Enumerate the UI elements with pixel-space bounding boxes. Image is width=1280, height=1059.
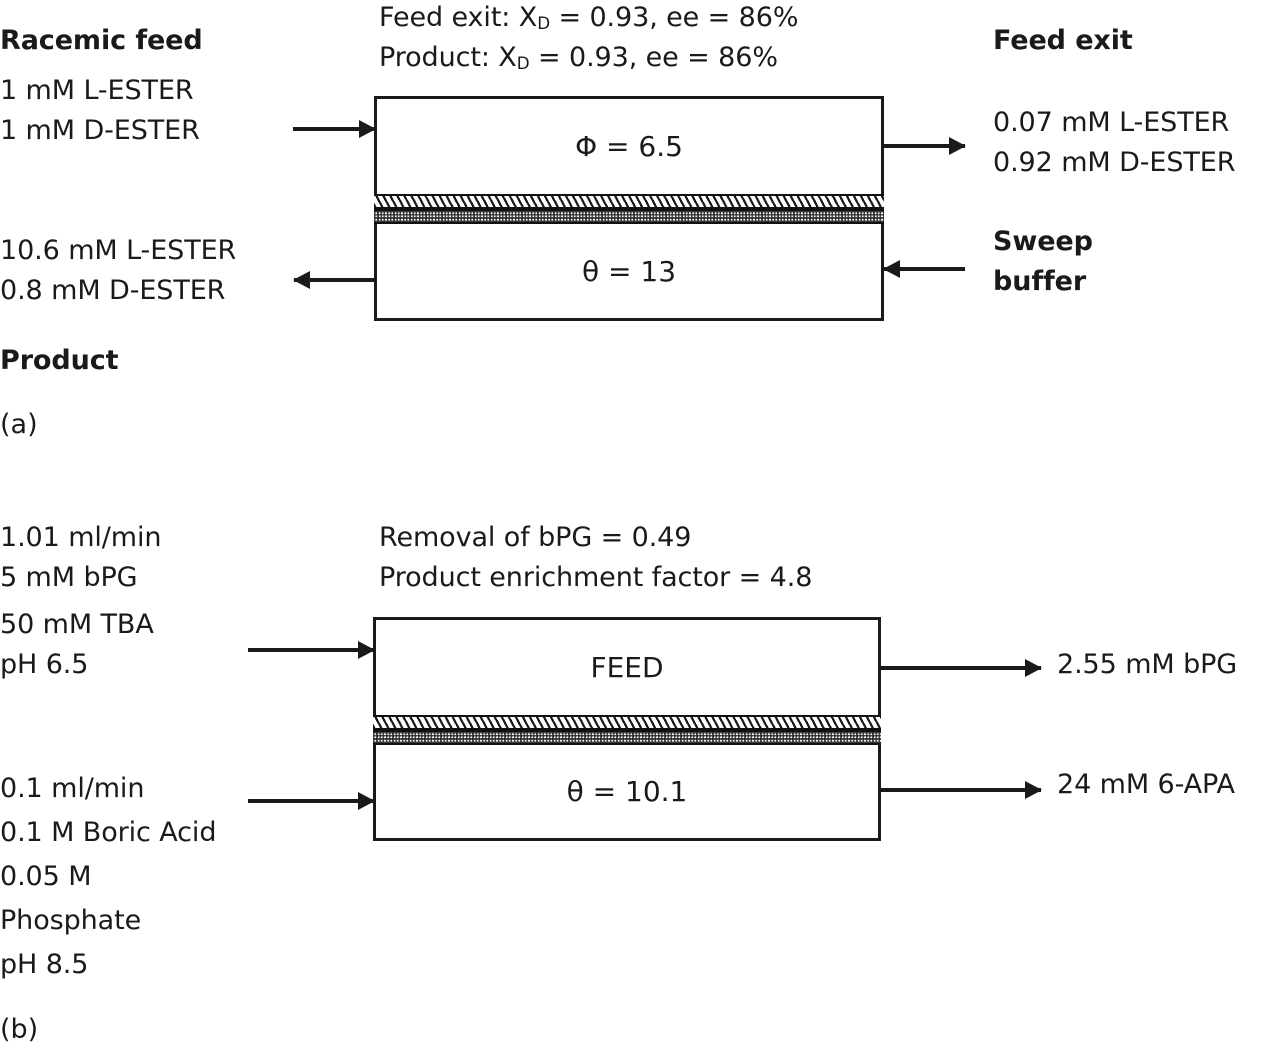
panel-b-inlet-top-line2: 5 mM bPG xyxy=(0,562,138,593)
panel-a-lower-chamber-label: θ = 13 xyxy=(581,254,677,288)
panel-a-inlet-line2: 1 mM D-ESTER xyxy=(0,115,200,146)
panel-b-inlet-top-line1: 1.01 ml/min xyxy=(0,522,162,553)
panel-a-annotation-product: Product: XD = 0.93, ee = 86% xyxy=(379,42,778,73)
panel-b-upper-chamber-label: FEED xyxy=(590,651,664,684)
panel-b-inlet-top-line4: pH 6.5 xyxy=(0,649,89,680)
panel-b-outlet-top-label: 2.55 mM bPG xyxy=(1057,649,1238,680)
arrow-shaft xyxy=(881,788,1041,792)
panel-a-label: (a) xyxy=(0,409,38,440)
panel-b-label: (b) xyxy=(0,1014,39,1045)
arrow-shaft xyxy=(294,278,375,282)
panel-a-lower-chamber: θ = 13 xyxy=(377,224,881,318)
panel-b-inlet-bottom-line2: 0.1 M Boric Acid xyxy=(0,817,217,848)
panel-a-product-line2: 0.8 mM D-ESTER xyxy=(0,275,226,306)
subscript-d: D xyxy=(537,13,550,33)
panel-a-product-line1: 10.6 mM L-ESTER xyxy=(0,235,237,266)
arrow-head xyxy=(949,137,966,155)
panel-a-membrane-layer-hatched xyxy=(374,194,884,209)
panel-b-upper-chamber: FEED xyxy=(376,620,878,715)
panel-a-sweep-line1: Sweep xyxy=(993,226,1093,257)
arrow-head xyxy=(358,792,375,810)
panel-a-inlet-line1: 1 mM L-ESTER xyxy=(0,75,194,106)
panel-b-inlet-bottom-line4: Phosphate xyxy=(0,905,142,936)
panel-b-annotation-enrichment: Product enrichment factor = 4.8 xyxy=(379,562,813,593)
arrow-shaft xyxy=(248,799,374,803)
panel-a-membrane-module: Φ = 6.5 θ = 13 xyxy=(374,96,884,321)
panel-b-inlet-bottom-line5: pH 8.5 xyxy=(0,949,89,980)
arrow-head xyxy=(293,271,310,289)
arrow-shaft xyxy=(881,666,1041,670)
arrow-head xyxy=(1025,659,1042,677)
arrow-head xyxy=(883,260,900,278)
panel-a-feed-exit-title: Feed exit xyxy=(993,25,1133,56)
panel-a-annotation-feed-exit: Feed exit: XD = 0.93, ee = 86% xyxy=(379,2,799,33)
panel-b-lower-chamber: θ = 10.1 xyxy=(376,745,878,838)
panel-a-product-title: Product xyxy=(0,345,119,376)
arrow-shaft xyxy=(884,144,965,148)
panel-b-inlet-top-line3: 50 mM TBA xyxy=(0,609,154,640)
panel-b-inlet-bottom-line1: 0.1 ml/min xyxy=(0,773,145,804)
panel-a-membrane-layer-porous xyxy=(374,209,884,224)
panel-b-inlet-bottom-line3: 0.05 M xyxy=(0,861,92,892)
arrow-head xyxy=(359,120,376,138)
arrow-shaft xyxy=(884,267,965,271)
arrow-head xyxy=(358,641,375,659)
panel-b-annotation-removal: Removal of bPG = 0.49 xyxy=(379,522,692,553)
panel-b-outlet-bottom-label: 24 mM 6-APA xyxy=(1057,769,1235,800)
arrow-head xyxy=(1025,781,1042,799)
panel-b-membrane-layer-porous xyxy=(373,730,881,745)
panel-b-membrane-layer-hatched xyxy=(373,715,881,730)
panel-a-sweep-line2: buffer xyxy=(993,266,1087,297)
panel-a-feed-exit-line1: 0.07 mM L-ESTER xyxy=(993,107,1230,138)
panel-a-inlet-title: Racemic feed xyxy=(0,25,203,56)
panel-b-membrane-module: FEED θ = 10.1 xyxy=(373,617,881,841)
panel-a-upper-chamber-label: Φ = 6.5 xyxy=(575,130,683,163)
arrow-shaft xyxy=(293,127,375,131)
arrow-shaft xyxy=(248,648,374,652)
panel-a-feed-exit-line2: 0.92 mM D-ESTER xyxy=(993,147,1236,178)
subscript-d: D xyxy=(516,53,530,73)
panel-b-lower-chamber-label: θ = 10.1 xyxy=(566,775,688,808)
panel-a-upper-chamber: Φ = 6.5 xyxy=(377,99,881,194)
